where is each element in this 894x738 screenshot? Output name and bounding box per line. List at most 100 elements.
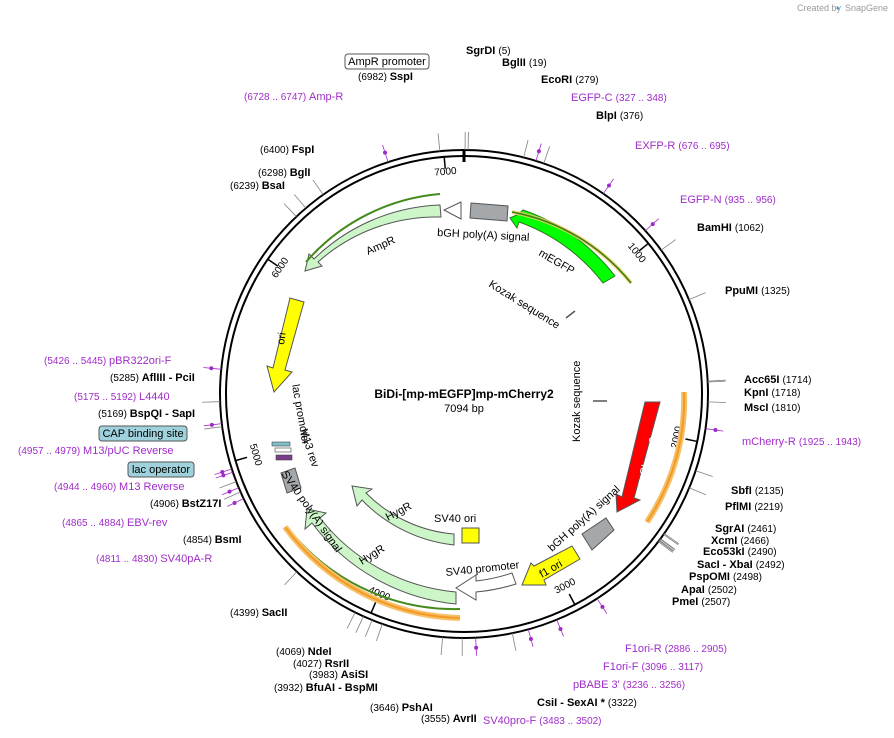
enzyme-site[interactable]: (3932) BfuAI - BspMI [274, 682, 378, 694]
enzyme-site[interactable]: CsiI - SexAI * (3322) [537, 697, 637, 709]
feature-sv40-polya[interactable] [280, 467, 302, 494]
enzyme-site[interactable]: (4906) BstZ17I [150, 498, 221, 510]
primer-site[interactable]: (5426 .. 5445) pBR322ori-F [44, 355, 172, 367]
enzyme-leader [663, 534, 679, 546]
feature-bgh-top[interactable] [469, 202, 509, 222]
feature-ampr-promoter[interactable] [442, 201, 462, 220]
primer-site[interactable]: (4944 .. 4960) M13 Reverse [54, 481, 184, 493]
primer-site[interactable]: mCherry-R (1925 .. 1943) [742, 436, 861, 448]
enzyme-site[interactable]: (6982) SspI [358, 71, 413, 83]
enzyme-site[interactable]: EcoRI (279) [541, 74, 599, 86]
primer-marker [209, 422, 214, 427]
cap-site-label: CAP binding site [102, 428, 183, 440]
enzyme-site[interactable]: (4069) NdeI [276, 646, 332, 658]
feature-ori[interactable] [266, 297, 305, 394]
tick-mark [638, 242, 649, 252]
enzyme-leader [284, 571, 298, 586]
created-by-text: Created by [797, 3, 842, 13]
enzyme-leader [223, 491, 241, 500]
enzyme-leader [440, 637, 444, 656]
primer-site[interactable]: (4957 .. 4979) M13/pUC Reverse [18, 445, 174, 457]
primer-site[interactable]: F1ori-R (2886 .. 2905) [625, 643, 727, 655]
enzyme-site[interactable]: SgrDI (5) [466, 45, 511, 57]
tick-label: 5000 [247, 443, 264, 468]
enzyme-site[interactable]: PspOMI (2498) [689, 571, 762, 583]
enzyme-site[interactable]: MscI (1810) [744, 402, 800, 414]
primer-site[interactable]: EGFP-N (935 .. 956) [680, 194, 776, 206]
enzyme-leader [355, 616, 364, 633]
enzyme-site[interactable]: Acc65I (1714) [744, 374, 811, 386]
enzyme-leader [707, 380, 726, 383]
enzyme-leader [688, 292, 706, 300]
feature-mCherry2[interactable] [615, 401, 661, 513]
primer-marker [474, 645, 479, 650]
feature-f1ori[interactable] [521, 545, 581, 586]
primer-labels: EGFP-C (327 .. 348) EXFP-R (676 .. 695) EG… [18, 91, 861, 727]
enzyme-site[interactable]: (4027) RsrII [293, 658, 349, 670]
primer-marker [227, 489, 232, 494]
primer-site[interactable]: (4811 .. 4830) SV40pA-R [96, 553, 212, 565]
enzyme-leader [658, 540, 674, 552]
plasmid-length: 7094 bp [444, 403, 484, 415]
feature-HygR-inner[interactable] [351, 485, 455, 546]
feature-AmpR[interactable] [304, 204, 442, 272]
feature-sv40-promoter[interactable] [455, 572, 517, 601]
enzyme-site[interactable]: PmeI (2507) [672, 596, 730, 608]
primer-marker [607, 183, 612, 188]
snapgene-logo-icon: ⬩ [836, 3, 840, 14]
enzyme-leader [660, 538, 676, 550]
tick-label: 7000 [434, 166, 458, 179]
tick-mark [568, 593, 576, 605]
enzyme-site[interactable]: (3555) AvrII [421, 713, 477, 725]
label-ori: ori [275, 332, 289, 346]
enzyme-leader [660, 239, 676, 251]
enzyme-leader [707, 379, 726, 382]
feature-sv40-ori[interactable] [461, 527, 480, 544]
enzyme-site[interactable]: (4854) BsmI [183, 534, 242, 546]
enzyme-site[interactable]: (6298) BglI [258, 167, 310, 179]
enzyme-site[interactable]: (3983) AsiSI [309, 669, 368, 681]
enzyme-site[interactable]: (3646) PshAI [370, 702, 433, 714]
enzyme-site[interactable]: PpuMI (1325) [725, 285, 790, 297]
enzyme-site[interactable]: (5169) BspQI - SapI [98, 408, 195, 420]
feature-lac-operator-box[interactable] [275, 454, 293, 461]
enzyme-site[interactable]: XcmI (2466) [711, 535, 769, 547]
feature-bgh-lower[interactable] [581, 517, 615, 551]
primer-site[interactable]: EXFP-R (676 .. 695) [635, 140, 730, 152]
enzyme-site[interactable]: (5285) AflIII - PciI [110, 372, 195, 384]
enzyme-site[interactable]: SbfI (2135) [731, 485, 784, 497]
primer-site[interactable]: (4865 .. 4884) EBV-rev [62, 517, 168, 529]
tick-mark [685, 438, 698, 443]
tick-mark [370, 601, 377, 614]
enzyme-leader [523, 139, 529, 158]
primer-site[interactable]: (6728 .. 6747) Amp-R [244, 91, 343, 103]
enzyme-site[interactable]: BglII (19) [502, 57, 547, 69]
enzyme-site[interactable]: SgrAI (2461) [715, 523, 776, 535]
enzyme-leader [364, 619, 373, 637]
enzyme-leader [511, 633, 517, 651]
enzyme-site[interactable]: (6400) FspI [260, 144, 314, 156]
feature-lac-promoter-box[interactable] [274, 447, 292, 453]
enzyme-site[interactable]: BamHI (1062) [697, 222, 764, 234]
label-sv40-ori: SV40 ori [434, 513, 476, 525]
label-AmpR: AmpR [364, 234, 397, 257]
primer-site[interactable]: F1ori-F (3096 .. 3117) [603, 661, 703, 673]
enzyme-site[interactable]: (4399) SacII [230, 607, 287, 619]
primer-site[interactable]: (5175 .. 5192) L4440 [74, 391, 170, 403]
enzyme-site[interactable]: SacI - XbaI (2492) [697, 559, 785, 571]
feature-HygR-outer[interactable] [304, 508, 457, 605]
feature-kozak-1[interactable] [565, 310, 576, 319]
enzyme-site[interactable]: (6239) BsaI [230, 180, 285, 192]
enzyme-site[interactable]: ApaI (2502) [681, 584, 737, 596]
enzyme-site[interactable]: Eco53kI (2490) [703, 546, 777, 558]
enzyme-site[interactable]: PflMI (2219) [725, 501, 783, 513]
primer-site[interactable]: SV40pro-F (3483 .. 3502) [483, 715, 602, 727]
enzyme-site[interactable]: KpnI (1718) [744, 387, 800, 399]
primer-marker [209, 366, 214, 371]
feature-cap-site[interactable] [271, 441, 291, 447]
primer-site[interactable]: EGFP-C (327 .. 348) [571, 92, 667, 104]
primer-site[interactable]: pBABE 3' (3236 .. 3256) [573, 679, 685, 691]
enzyme-leader [346, 612, 356, 629]
enzyme-site[interactable]: BlpI (376) [596, 110, 643, 122]
primer-marker [713, 427, 718, 432]
